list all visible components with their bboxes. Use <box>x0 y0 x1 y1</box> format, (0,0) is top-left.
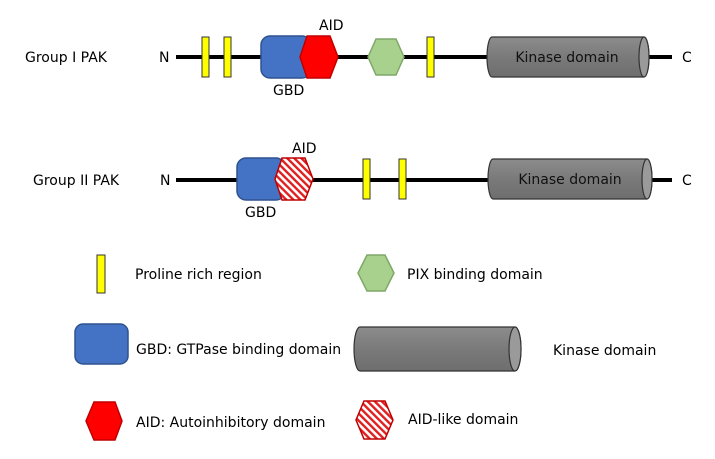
group2-label: Group II PAK <box>33 173 120 189</box>
group2-proline-1 <box>362 158 371 200</box>
legend-pix-label: PIX binding domain <box>407 267 543 283</box>
group2-gbd-label: GBD <box>245 205 276 221</box>
legend-proline-label: Proline rich region <box>135 267 262 283</box>
legend-gbd-swatch <box>74 323 129 365</box>
group2-row: Group II PAK N C AID GBD Kinase domain <box>33 141 692 221</box>
group2-n-terminus: N <box>160 173 170 189</box>
group1-label: Group I PAK <box>25 50 108 66</box>
legend: Proline rich region PIX binding domain G… <box>74 254 656 441</box>
legend-aid-like-label: AID-like domain <box>408 412 518 428</box>
legend-proline-swatch <box>96 254 106 294</box>
legend-kinase-swatch <box>353 326 522 372</box>
group1-proline-3 <box>426 36 435 78</box>
legend-aid-swatch <box>85 401 123 441</box>
legend-kinase-label: Kinase domain <box>553 343 656 359</box>
group1-kinase-domain: Kinase domain <box>486 36 650 78</box>
group2-aid-like-domain <box>274 157 314 201</box>
group2-aid-label: AID <box>292 141 317 157</box>
group2-proline-2 <box>398 158 407 200</box>
group1-n-terminus: N <box>159 50 169 66</box>
legend-pix-swatch <box>357 254 395 292</box>
group1-proline-1 <box>201 36 210 78</box>
group1-aid-label: AID <box>319 18 344 34</box>
group1-proline-2 <box>223 36 232 78</box>
group1-aid-domain <box>299 35 339 79</box>
group1-row: Group I PAK N C AID GBD Kinase domain <box>25 18 692 99</box>
group1-c-terminus: C <box>682 50 692 66</box>
group2-c-terminus: C <box>682 173 692 189</box>
group1-kinase-label: Kinase domain <box>515 50 618 66</box>
group2-kinase-domain: Kinase domain <box>487 158 653 200</box>
legend-gbd-label: GBD: GTPase binding domain <box>136 342 341 358</box>
legend-aid-like-swatch <box>355 400 394 440</box>
group1-pix-domain <box>367 38 405 76</box>
group1-gbd-label: GBD <box>273 83 304 99</box>
group2-kinase-label: Kinase domain <box>518 172 621 188</box>
legend-aid-label: AID: Autoinhibitory domain <box>136 415 325 431</box>
